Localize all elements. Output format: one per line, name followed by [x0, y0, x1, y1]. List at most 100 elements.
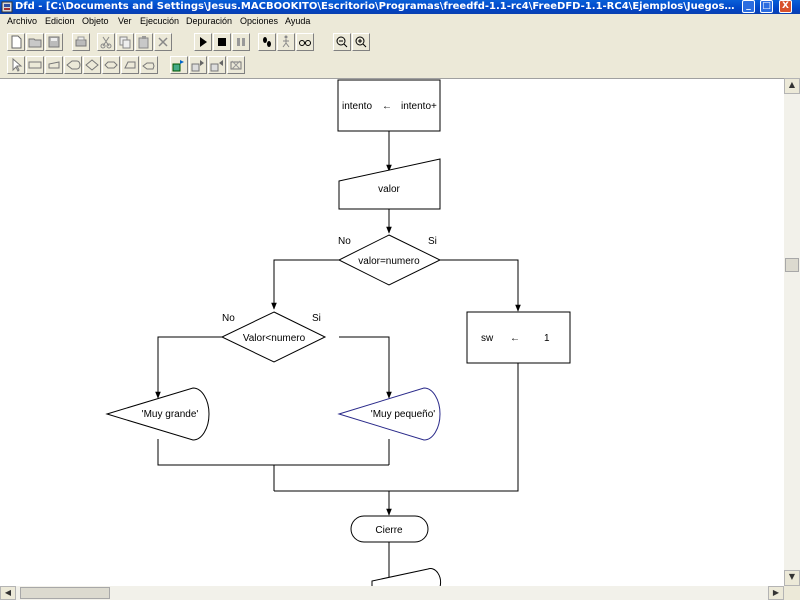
decision-valor-numero[interactable]: valor=numero No Si	[337, 234, 442, 286]
assign-sw-arrow: ←	[510, 333, 520, 344]
while-tool-button[interactable]	[102, 56, 120, 74]
horizontal-scroll-thumb[interactable]	[20, 587, 110, 599]
menu-ver[interactable]: Ver	[118, 16, 132, 26]
assign-intento-block[interactable]: intento ← intento+	[337, 79, 441, 132]
previous-subprogram-icon	[210, 60, 223, 72]
scroll-right-arrow-icon[interactable]: ▶	[768, 586, 784, 600]
read-tool-button[interactable]	[45, 56, 63, 74]
menu-edicion[interactable]: Edicion	[45, 16, 75, 26]
decision-valor-menor-numero[interactable]: Valor<numero No Si	[220, 311, 327, 363]
horizontal-scrollbar[interactable]: ◀ ▶	[0, 586, 784, 600]
new-subprogram-button[interactable]	[170, 56, 188, 74]
watch-button[interactable]	[296, 33, 314, 51]
previous-subprogram-button[interactable]	[208, 56, 226, 74]
decision1-label: valor=numero	[358, 256, 420, 267]
while-shape-icon	[104, 61, 118, 69]
terminal-cierre-label: Cierre	[375, 525, 403, 536]
menu-depuracion[interactable]: Depuración	[186, 16, 233, 26]
assign-intento-arrow: ←	[382, 101, 392, 112]
scroll-up-arrow-icon[interactable]: ▲	[784, 78, 800, 94]
delete-subprogram-icon	[230, 60, 242, 70]
parallelogram-shape-icon	[48, 61, 60, 69]
folder-open-icon	[28, 38, 42, 48]
assign-tool-button[interactable]	[26, 56, 44, 74]
glasses-icon	[299, 40, 311, 46]
read-valor-block[interactable]: valor	[338, 158, 441, 210]
output-muy-pequeno-label: 'Muy pequeño'	[371, 409, 436, 420]
delete-subprogram-button[interactable]	[227, 56, 245, 74]
close-button[interactable]: X	[779, 0, 792, 13]
write-tool-button[interactable]	[64, 56, 82, 74]
assign-sw-left: sw	[481, 333, 494, 344]
vertical-scroll-thumb[interactable]	[785, 258, 799, 272]
cut-button[interactable]	[97, 33, 115, 51]
print-button[interactable]	[72, 33, 90, 51]
next-subprogram-button[interactable]	[189, 56, 207, 74]
window-title: Dfd - [C:\Documents and Settings\Jesus.M…	[15, 1, 735, 12]
walker-icon	[282, 35, 290, 48]
clipboard-icon	[138, 36, 149, 49]
decision1-yes-label: Si	[428, 236, 437, 247]
assign-sw-right: 1	[544, 333, 550, 344]
scroll-left-arrow-icon[interactable]: ◀	[0, 586, 16, 600]
flowchart-canvas[interactable]: intento ← intento+ valor valor=numero No…	[0, 78, 784, 587]
decision2-no-label: No	[222, 313, 235, 324]
assign-intento-left: intento	[342, 101, 372, 112]
zoom-in-button[interactable]	[352, 33, 370, 51]
assign-intento-right: intento+	[401, 101, 437, 112]
output-shape-icon	[66, 60, 81, 70]
decision2-label: Valor<numero	[243, 333, 306, 344]
cursor-arrow-icon	[12, 57, 23, 72]
for-tool-button[interactable]	[121, 56, 139, 74]
open-file-button[interactable]	[26, 33, 44, 51]
step-into-button[interactable]	[277, 33, 295, 51]
delete-button[interactable]	[154, 33, 172, 51]
subroutine-shape-icon	[142, 62, 155, 70]
standard-toolbar	[0, 31, 400, 53]
paste-button[interactable]	[135, 33, 153, 51]
copy-icon	[119, 36, 131, 49]
zoom-in-icon	[355, 36, 367, 48]
menu-ejecucion[interactable]: Ejecución	[140, 16, 180, 26]
for-loop-shape-icon	[124, 61, 136, 69]
stop-button[interactable]	[213, 33, 231, 51]
decision-tool-button[interactable]	[83, 56, 101, 74]
step-button[interactable]	[258, 33, 276, 51]
pause-button[interactable]	[232, 33, 250, 51]
menu-ayuda[interactable]: Ayuda	[285, 16, 311, 26]
connector-lines	[155, 80, 521, 587]
save-button[interactable]	[45, 33, 63, 51]
terminal-cierre-block[interactable]: Cierre	[350, 515, 429, 543]
partial-next-block[interactable]	[371, 568, 441, 587]
menu-archivo[interactable]: Archivo	[7, 16, 38, 26]
app-icon	[1, 1, 13, 13]
objects-toolbar	[0, 54, 400, 76]
play-icon	[200, 37, 207, 47]
output-muy-pequeno-block[interactable]: 'Muy pequeño'	[337, 387, 441, 441]
new-file-icon	[11, 35, 22, 49]
assign-sw-block[interactable]: sw ← 1	[466, 311, 571, 364]
maximize-button[interactable]: □	[760, 0, 773, 13]
diamond-shape-icon	[85, 59, 99, 71]
delete-x-icon	[158, 37, 168, 47]
select-tool-button[interactable]	[7, 56, 25, 74]
menu-opciones[interactable]: Opciones	[240, 16, 279, 26]
read-valor-label: valor	[378, 184, 400, 195]
copy-button[interactable]	[116, 33, 134, 51]
new-subprogram-icon	[172, 60, 184, 72]
run-button[interactable]	[194, 33, 212, 51]
pause-icon	[237, 38, 245, 46]
scrollbar-corner	[784, 586, 800, 600]
output-muy-grande-block[interactable]: 'Muy grande'	[105, 387, 210, 441]
vertical-scrollbar[interactable]: ▲ ▼	[784, 78, 800, 586]
new-file-button[interactable]	[7, 33, 25, 51]
subroutine-tool-button[interactable]	[140, 56, 158, 74]
output-muy-grande-label: 'Muy grande'	[142, 409, 199, 420]
zoom-out-button[interactable]	[333, 33, 351, 51]
scissors-icon	[100, 36, 112, 49]
zoom-out-icon	[336, 36, 348, 48]
next-subprogram-icon	[191, 60, 204, 72]
menu-objeto[interactable]: Objeto	[82, 16, 109, 26]
scroll-down-arrow-icon[interactable]: ▼	[784, 570, 800, 586]
minimize-button[interactable]: _	[742, 0, 755, 13]
